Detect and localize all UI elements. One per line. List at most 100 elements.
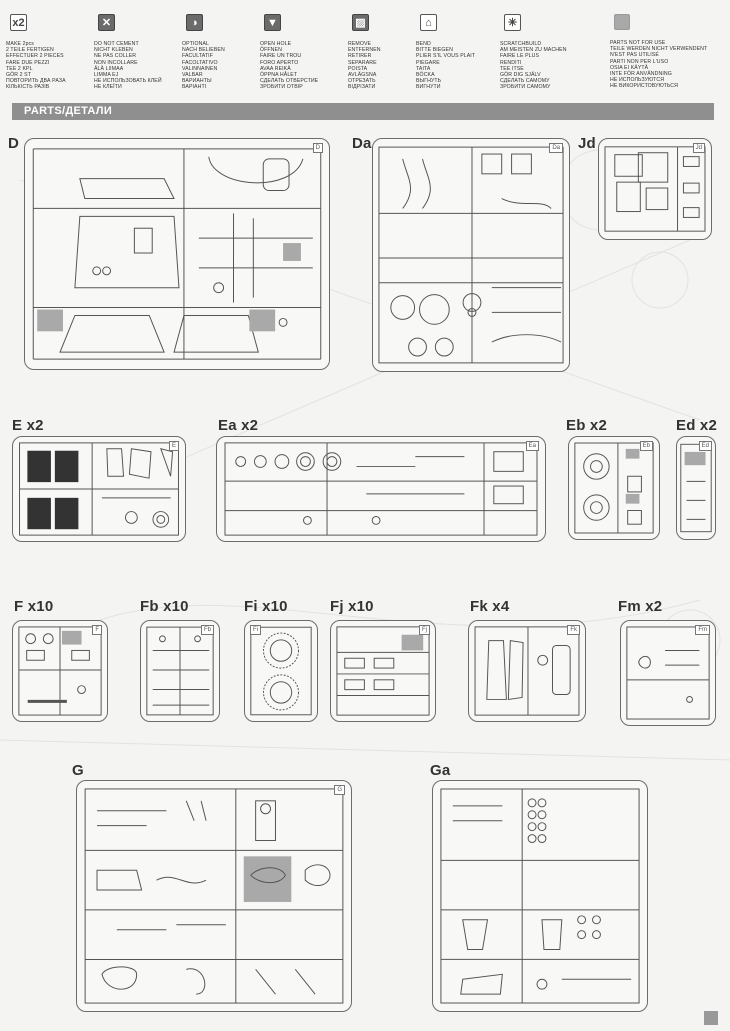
- legend-not-for-use: PARTS NOT FOR USE TEILE WERDEN NICHT VER…: [610, 4, 722, 90]
- legend-text: TEE 2 KPL: [6, 65, 33, 72]
- legend-text: LIMMA EJ: [94, 72, 119, 79]
- sprue-e-drawing: [19, 442, 179, 536]
- sprue-tag: Fj: [419, 625, 430, 635]
- legend-text: GÖR DIG SJÄLV: [500, 72, 541, 79]
- sprue-tag: Fm: [695, 625, 710, 635]
- legend-text: ВАРІАНТІ: [182, 84, 207, 91]
- legend-text: N'EST PAS UTILISÉ: [610, 52, 659, 59]
- legend-text: RETIRER: [348, 53, 372, 60]
- sprue-fb-drawing: [146, 626, 214, 716]
- sprue-da-drawing: [378, 146, 564, 364]
- legend-text: BEND: [416, 41, 431, 47]
- legend-text: SCRATCHBUILD: [500, 41, 542, 47]
- legend-text: ЗРОБИТИ САМОМУ: [500, 84, 551, 91]
- legend-text: ЗРОБИТИ ОТВІР: [260, 84, 303, 91]
- legend-open-hole: ▼ OPEN HOLE ÖFFNEN FAIRE UN TROU FORO AP…: [260, 4, 348, 91]
- legend-text: POISTA: [348, 65, 368, 72]
- legend-text: FAIRE UN TROU: [260, 53, 302, 60]
- sprue-label-ed: Ed x2: [676, 417, 718, 434]
- sprue-f: F: [12, 620, 108, 722]
- legend-scratchbuild: ✳ SCRATCHBUILD AM MEISTEN ZU MACHEN FAIR…: [500, 4, 588, 91]
- sprue-tag: E: [168, 441, 179, 451]
- sprue-e: E: [12, 436, 186, 542]
- sprue-label-f: F x10: [14, 598, 54, 615]
- legend-text: ВИГНУТИ: [416, 84, 441, 91]
- sprue-tag: Jd: [692, 143, 705, 153]
- legend-text: ОТРЕЗАТЬ: [348, 78, 376, 85]
- bend-icon: ⌂: [420, 14, 437, 31]
- sprue-label-fb: Fb x10: [140, 598, 189, 615]
- legend-text: ПОВТОРИТЬ ДВА РАЗА: [6, 78, 66, 85]
- sprue-ed-drawing: [680, 443, 712, 533]
- sprue-da: Da: [372, 138, 570, 372]
- legend-text: BÖCKA: [416, 72, 435, 79]
- legend-text: 2 TEILE FERTIGEN: [6, 47, 54, 54]
- two-parts-icon: x2: [10, 14, 27, 31]
- sprue-tag: Eb: [639, 441, 653, 451]
- legend-text: AM MEISTEN ZU MACHEN: [500, 47, 567, 54]
- legend-text: MAKE 2pcs: [6, 41, 35, 47]
- legend-text: REMOVE: [348, 41, 372, 47]
- legend-text: ÄLÄ LIIMAA: [94, 65, 124, 72]
- legend-text: INTE FÖR ANVÄNDNING: [610, 71, 672, 78]
- sprue-ga-drawing: [440, 788, 640, 1004]
- sprue-eb: Eb: [568, 436, 660, 540]
- legend-text: EFFECTUER 2 PIECES: [6, 53, 64, 60]
- legend-text: TAITA: [416, 65, 431, 72]
- legend-text: AVAA REIKÄ: [260, 65, 291, 72]
- legend-text: RENDITI: [500, 59, 522, 66]
- legend-text: AVLÄGSNA: [348, 72, 377, 79]
- legend-optional: ◑ OPTIONAL NACH BELIEBEN FACULTATIF FACO…: [182, 4, 270, 91]
- legend-text: OPTIONAL: [182, 41, 210, 47]
- sprue-fj: Fj: [330, 620, 436, 722]
- sprue-fj-drawing: [336, 626, 430, 716]
- sprue-ea: Ea: [216, 436, 546, 542]
- sprue-fb: Fb: [140, 620, 220, 722]
- legend-text: FORO APERTO: [260, 59, 299, 66]
- legend-text: NON INCOLLARE: [94, 59, 138, 66]
- sprue-jd-drawing: [604, 146, 706, 232]
- sprue-label-fj: Fj x10: [330, 598, 374, 615]
- legend-text: НЕ ИСПОЛЬЗУЮТСЯ: [610, 77, 665, 84]
- sprue-tag: Ea: [525, 441, 539, 451]
- legend-text: FACOLTATIVO: [182, 59, 218, 66]
- legend-text: OSIA EI KÄYTÄ: [610, 64, 649, 71]
- legend-text: КІЛЬКІСТЬ РАЗІВ: [6, 84, 50, 91]
- legend-text: DO NOT CEMENT: [94, 41, 139, 47]
- legend-text: NE PAS COLLER: [94, 53, 137, 60]
- sprue-tag: D: [312, 143, 323, 153]
- sprue-fm-drawing: [626, 626, 710, 720]
- sprue-fi: Fi: [244, 620, 318, 722]
- sprue-tag: Da: [549, 143, 563, 153]
- legend-text: СДЕЛАТЬ САМОМУ: [500, 78, 550, 85]
- legend-text: ВІДРІЗАТИ: [348, 84, 376, 91]
- legend-text: VALINNAINEN: [182, 65, 218, 72]
- sprue-label-e: E x2: [12, 417, 44, 434]
- symbol-legend: x2 MAKE 2pcs 2 TEILE FERTIGEN EFFECTUER …: [6, 4, 724, 100]
- sprue-d-drawing: [32, 148, 322, 360]
- sprue-tag: Ed: [698, 441, 712, 451]
- do-not-cement-icon: ✕: [98, 14, 115, 31]
- legend-text: ENTFERNEN: [348, 47, 381, 54]
- legend-text: FAIRE LE PLUS: [500, 53, 540, 60]
- sprue-tag: F: [92, 625, 102, 635]
- sprue-label-da: Da: [352, 135, 372, 152]
- sprue-label-g: G: [72, 762, 84, 779]
- legend-text: GÖR 2 ST: [6, 72, 32, 79]
- sprue-label-jd: Jd: [578, 135, 596, 152]
- sprue-tag: Fk: [567, 625, 580, 635]
- legend-text: НЕ ВИКОРИСТОВУЮТЬСЯ: [610, 83, 678, 90]
- parts-not-for-use-icon: [614, 14, 630, 30]
- legend-text: NICHT KLEBEN: [94, 47, 133, 54]
- parts-section-header: PARTS/ДЕТАЛИ: [12, 103, 714, 120]
- sprue-f-drawing: [18, 626, 102, 716]
- sprue-ed: Ed: [676, 436, 716, 540]
- legend-text: ÖPPNA HÅLET: [260, 72, 298, 79]
- sprue-g: G: [76, 780, 352, 1012]
- legend-text: НЕ ИСПОЛЬЗОВАТЬ КЛЕЙ: [94, 78, 162, 85]
- sprue-jd: Jd: [598, 138, 712, 240]
- sprue-fk-drawing: [474, 626, 580, 716]
- legend-text: BITTE BIEGEN: [416, 47, 453, 54]
- legend-text: ВАРИАНТЫ: [182, 78, 212, 85]
- sprue-eb-drawing: [574, 442, 654, 534]
